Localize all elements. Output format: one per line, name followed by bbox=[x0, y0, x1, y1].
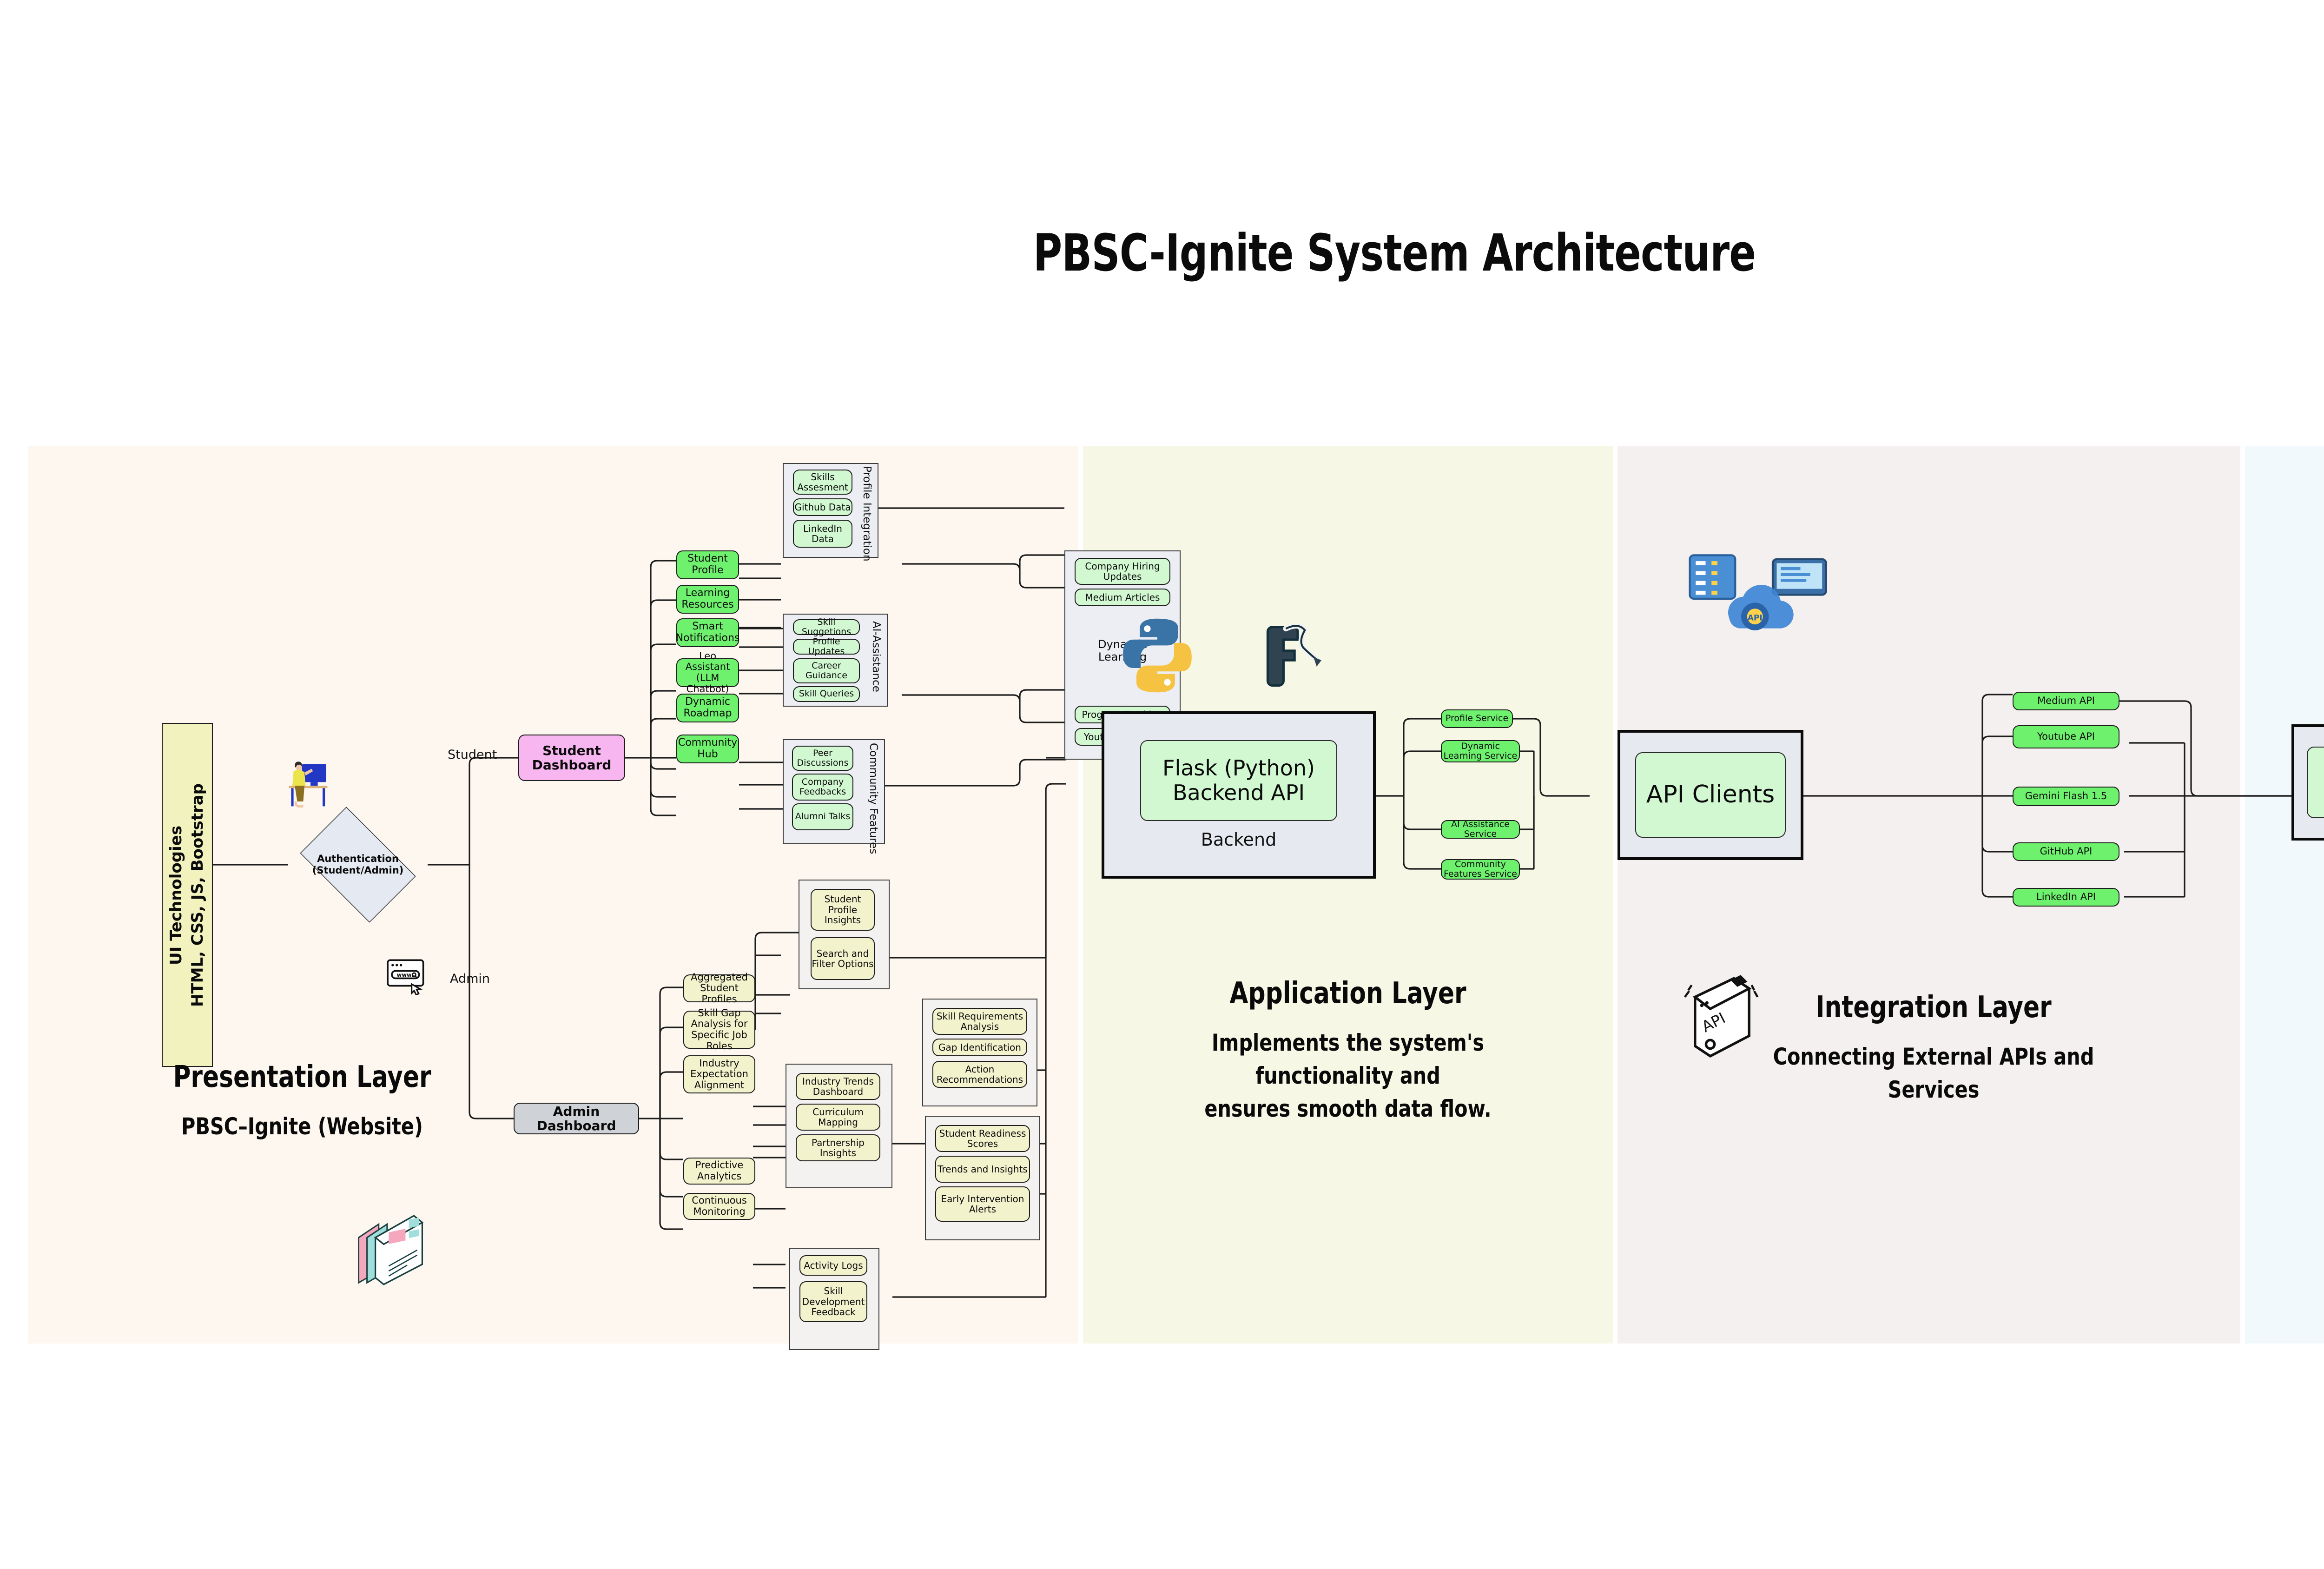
authentication-label: Authentication (Student/Admin) bbox=[312, 853, 404, 876]
sub-skill-suggestions[interactable]: Skill Suggetions bbox=[793, 617, 860, 637]
sub-medium-articles[interactable]: Medium Articles bbox=[1075, 589, 1170, 606]
website-stack-icon bbox=[358, 1215, 424, 1285]
admin-item-continuous-monitoring[interactable]: Continuous Monitoring bbox=[683, 1193, 755, 1220]
edge-label-admin: Admin bbox=[450, 972, 490, 986]
sub-profile-updates[interactable]: Profile Updates bbox=[793, 636, 860, 656]
presentation-layer-caption: Presentation Layer PBSC–Ignite (Website) bbox=[56, 1060, 548, 1143]
student-item-community-hub[interactable]: Community Hub bbox=[676, 735, 739, 763]
integration-layer-caption: Integration Layer Connecting External AP… bbox=[1655, 990, 2212, 1106]
api-cloud-icon: API bbox=[1689, 554, 1827, 630]
data-layer-band bbox=[2245, 446, 2324, 1344]
sub-skills-assessment[interactable]: Skills Assesment bbox=[793, 470, 852, 495]
sub-peer-discussions[interactable]: Peer Discussions bbox=[792, 746, 853, 771]
sub-early-intervention-alerts[interactable]: Early Intervention Alerts bbox=[935, 1186, 1030, 1222]
sub-company-feedbacks[interactable]: Company Feedbacks bbox=[792, 774, 853, 801]
authentication-decision-node[interactable]: Authentication (Student/Admin) bbox=[288, 807, 428, 923]
api-medium[interactable]: Medium API bbox=[2013, 692, 2119, 710]
python-logo-icon bbox=[1123, 618, 1192, 693]
sub-student-profile-insights[interactable]: Student Profile Insights bbox=[811, 889, 875, 931]
service-ai-assistance[interactable]: AI Assistance Service bbox=[1441, 819, 1520, 839]
service-profile[interactable]: Profile Service bbox=[1441, 709, 1513, 728]
api-gemini-flash[interactable]: Gemini Flash 1.5 bbox=[2013, 787, 2119, 806]
layer-title: Application Layer bbox=[1229, 976, 1466, 1011]
layer-subtitle: Implements the system's functionality an… bbox=[1204, 1029, 1492, 1122]
backend-caption: Backend bbox=[1201, 829, 1277, 850]
sub-alumni-talks[interactable]: Alumni Talks bbox=[792, 803, 853, 830]
api-linkedin[interactable]: LinkedIn API bbox=[2013, 888, 2119, 907]
sub-student-readiness-scores[interactable]: Student Readiness Scores bbox=[935, 1125, 1030, 1152]
api-card-icon: API bbox=[1684, 975, 1759, 1058]
layer-subtitle: Data Management and Integration bbox=[2269, 1040, 2324, 1106]
sub-github-data[interactable]: Github Data bbox=[793, 498, 852, 516]
admin-dashboard-node[interactable]: Admin Dashboard bbox=[514, 1103, 639, 1134]
sub-trends-and-insights[interactable]: Trends and Insights bbox=[935, 1156, 1030, 1183]
service-dynamic-learning[interactable]: Dynamic Learning Service bbox=[1441, 740, 1520, 762]
admin-item-skill-gap-analysis[interactable]: Skill Gap Analysis for Specific Job Role… bbox=[683, 1007, 755, 1051]
api-clients-container: API Clients bbox=[1618, 730, 1803, 860]
sub-action-recommendations[interactable]: Action Recommendations bbox=[932, 1061, 1027, 1088]
group-label-profile-integration: Profile Integration bbox=[861, 466, 873, 562]
student-item-learning-resources[interactable]: Learning Resources bbox=[676, 585, 739, 614]
data-layer-caption: Data Layer Data Management and Integrati… bbox=[2250, 990, 2324, 1106]
backend-container: Flask (Python) Backend API Backend bbox=[1102, 711, 1376, 879]
student-item-student-profile[interactable]: Student Profile bbox=[676, 550, 739, 579]
person-at-desk-icon bbox=[289, 761, 328, 808]
layer-title: Presentation Layer bbox=[173, 1060, 431, 1094]
sub-gap-identification[interactable]: Gap Identification bbox=[932, 1039, 1027, 1056]
sub-partnership-insights[interactable]: Partnership Insights bbox=[796, 1134, 880, 1161]
svg-text:API: API bbox=[1748, 614, 1763, 623]
svg-text:www.: www. bbox=[397, 972, 414, 978]
flask-logo-icon bbox=[1266, 623, 1321, 687]
sub-curriculum-mapping[interactable]: Curriculum Mapping bbox=[796, 1104, 880, 1131]
student-dashboard-node[interactable]: Student Dashboard bbox=[518, 735, 625, 781]
flask-backend-api-node[interactable]: Flask (Python) Backend API bbox=[1140, 740, 1337, 821]
mongodb-node[interactable]: Mongo DB bbox=[2307, 747, 2324, 818]
layer-subtitle: Connecting External APIs and Services bbox=[1773, 1043, 2094, 1103]
admin-item-industry-expectation-alignment[interactable]: Industry Expectation Alignment bbox=[683, 1055, 755, 1093]
service-community-features[interactable]: Community Features Service bbox=[1441, 859, 1520, 880]
admin-item-predictive-analytics[interactable]: Predictive Analytics bbox=[683, 1158, 755, 1185]
admin-item-aggregated-student-profiles[interactable]: Aggregated Student Profiles bbox=[683, 972, 755, 1005]
page-title: PBSC-Ignite System Architecture bbox=[1033, 223, 1756, 283]
browser-window-icon: www. bbox=[387, 959, 424, 995]
application-layer-caption: Application Layer Implements the system'… bbox=[1088, 976, 1608, 1125]
group-label-ai-assistance: AI-Assistance bbox=[870, 621, 882, 692]
sub-skill-development-feedback[interactable]: Skill Development Feedback bbox=[799, 1281, 867, 1322]
api-youtube[interactable]: Youtube API bbox=[2013, 725, 2119, 748]
student-item-leo-assistant[interactable]: Leo Assistant (LLM Chatbot) bbox=[676, 650, 739, 694]
api-clients-node[interactable]: API Clients bbox=[1635, 752, 1786, 838]
group-label-community-features: Community Features bbox=[867, 743, 879, 854]
sub-industry-trends-dashboard[interactable]: Industry Trends Dashboard bbox=[796, 1073, 880, 1100]
sub-search-and-filter-options[interactable]: Search and Filter Options bbox=[811, 937, 875, 980]
api-github[interactable]: GitHub API bbox=[2013, 842, 2119, 861]
sub-activity-logs[interactable]: Activity Logs bbox=[799, 1255, 867, 1276]
edge-label-student: Student bbox=[448, 748, 497, 762]
student-item-smart-notifications[interactable]: Smart Notifications bbox=[676, 618, 739, 647]
layer-subtitle: PBSC–Ignite (Website) bbox=[181, 1113, 423, 1140]
ui-technologies-node[interactable]: UI Technologies HTML, CSS, JS, Bootstrap bbox=[162, 723, 213, 1067]
sub-company-hiring-updates[interactable]: Company Hiring Updates bbox=[1075, 558, 1170, 585]
mongodb-container: Mongo DB bbox=[2291, 724, 2324, 841]
ui-technologies-label: UI Technologies HTML, CSS, JS, Bootstrap bbox=[167, 783, 207, 1007]
student-item-dynamic-roadmap[interactable]: Dynamic Roadmap bbox=[676, 694, 739, 722]
sub-career-guidance[interactable]: Career Guidance bbox=[793, 658, 860, 683]
sub-skill-queries[interactable]: Skill Queries bbox=[793, 686, 860, 702]
sub-linkedin-data[interactable]: LinkedIn Data bbox=[793, 520, 852, 548]
layer-title: Data Layer bbox=[2274, 990, 2324, 1025]
layer-title: Integration Layer bbox=[1816, 990, 2052, 1025]
sub-skill-requirements-analysis[interactable]: Skill Requirements Analysis bbox=[932, 1008, 1027, 1035]
